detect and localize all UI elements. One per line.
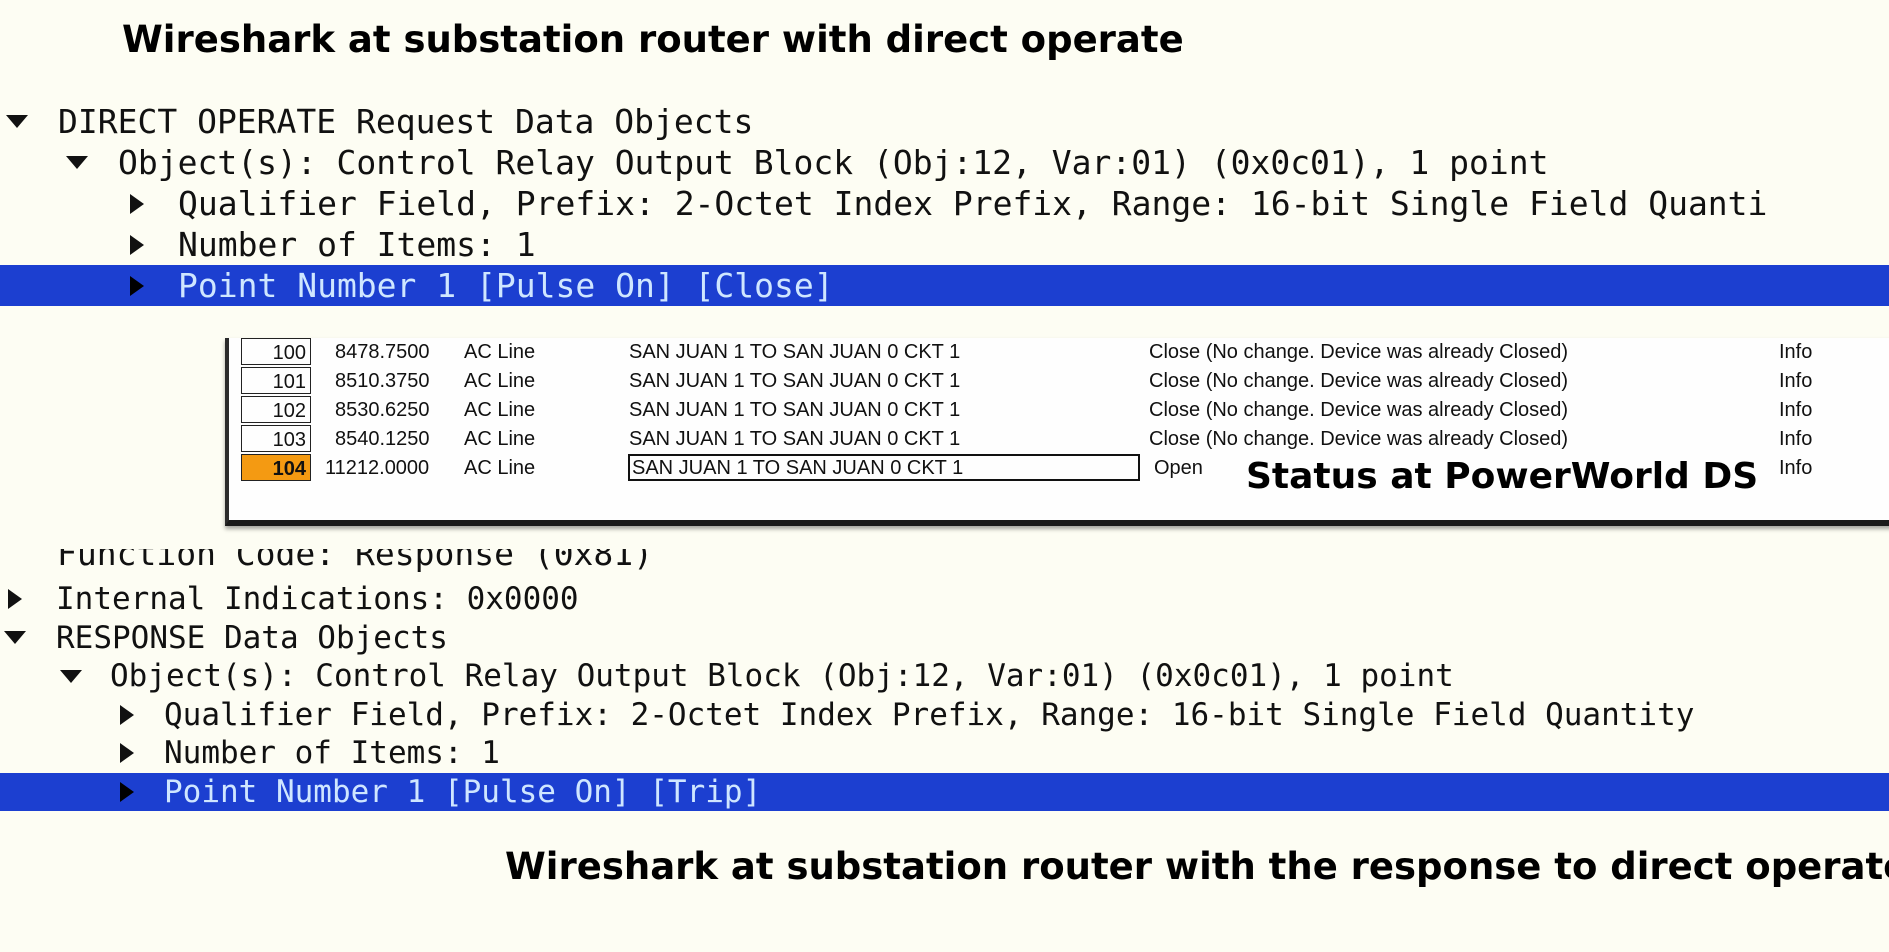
status-cell: Close (No change. Device was already Clo… <box>1149 428 1569 450</box>
tree-row-label: Internal Indications: 0x0000 <box>56 581 579 617</box>
element-name-cell: SAN JUAN 1 TO SAN JUAN 0 CKT 1 <box>629 428 961 450</box>
category-cell: Info <box>1779 370 1813 392</box>
tree-row-response-data-objects[interactable]: RESPONSE Data Objects <box>0 619 1889 658</box>
tree-row-label: Number of Items: 1 <box>164 735 500 771</box>
tree-row-label: Function Code: Response (0x81) <box>57 549 654 573</box>
tree-row-direct-operate[interactable]: DIRECT OPERATE Request Data Objects <box>0 101 1889 142</box>
tree-row-label: DIRECT OPERATE Request Data Objects <box>58 102 754 141</box>
element-name-cell: SAN JUAN 1 TO SAN JUAN 0 CKT 1 <box>629 370 961 392</box>
status-cell: Close (No change. Device was already Clo… <box>1149 399 1569 421</box>
category-cell: Info <box>1779 428 1813 450</box>
row-number-cell: 101 <box>241 367 311 394</box>
element-name-cell: SAN JUAN 1 TO SAN JUAN 0 CKT 1 <box>629 399 961 421</box>
type-cell: AC Line <box>464 457 536 479</box>
tree-row-qualifier[interactable]: Qualifier Field, Prefix: 2-Octet Index P… <box>0 696 1889 735</box>
type-cell: AC Line <box>464 341 536 363</box>
expand-right-icon[interactable] <box>120 734 134 773</box>
type-cell: AC Line <box>464 399 536 421</box>
time-cell: 8478.7500 <box>335 341 430 363</box>
tree-row-internal-indications[interactable]: Internal Indications: 0x0000 <box>0 580 1889 619</box>
tree-row-label: Object(s): Control Relay Output Block (O… <box>110 658 1454 694</box>
element-name-cell-selected[interactable]: SAN JUAN 1 TO SAN JUAN 0 CKT 1 <box>628 454 1140 481</box>
element-name-cell: SAN JUAN 1 TO SAN JUAN 0 CKT 1 <box>629 341 961 363</box>
expand-down-icon[interactable] <box>60 657 82 696</box>
type-cell: AC Line <box>464 428 536 450</box>
time-cell: 8510.3750 <box>335 370 430 392</box>
tree-row-number-of-items[interactable]: Number of Items: 1 <box>0 224 1889 265</box>
request-packet-tree: DIRECT OPERATE Request Data Objects Obje… <box>0 101 1889 306</box>
category-cell: Info <box>1779 457 1813 479</box>
row-number-cell: 104 <box>241 454 311 481</box>
tree-row-point-number-selected[interactable]: Point Number 1 [Pulse On] [Trip] <box>0 772 1889 812</box>
top-caption: Wireshark at substation router with dire… <box>122 18 1184 61</box>
category-cell: Info <box>1779 341 1813 363</box>
tree-row-label: Point Number 1 [Pulse On] [Close] <box>178 266 834 305</box>
expand-right-icon[interactable] <box>130 265 144 306</box>
powerworld-caption: Status at PowerWorld DS <box>1246 456 1759 497</box>
tree-row-label: Object(s): Control Relay Output Block (O… <box>118 143 1549 182</box>
row-number-cell: 103 <box>241 425 311 452</box>
type-cell: AC Line <box>464 370 536 392</box>
time-cell: 8540.1250 <box>335 428 430 450</box>
time-cell: 8530.6250 <box>335 399 430 421</box>
expand-right-icon[interactable] <box>120 773 134 812</box>
tree-row-qualifier[interactable]: Qualifier Field, Prefix: 2-Octet Index P… <box>0 183 1889 224</box>
expand-down-icon[interactable] <box>6 101 28 142</box>
tree-row-label: Point Number 1 [Pulse On] [Trip] <box>164 773 762 810</box>
tree-row-function-code-clipped[interactable]: Function Code: Response (0x81) <box>0 549 1889 579</box>
time-cell: 11212.0000 <box>325 457 430 479</box>
status-cell: Close (No change. Device was already Clo… <box>1149 370 1569 392</box>
tree-row-label: Qualifier Field, Prefix: 2-Octet Index P… <box>164 696 1695 733</box>
expand-right-icon[interactable] <box>120 696 134 735</box>
tree-row-point-number-selected[interactable]: Point Number 1 [Pulse On] [Close] <box>0 265 1889 306</box>
tree-row-object[interactable]: Object(s): Control Relay Output Block (O… <box>0 142 1889 183</box>
status-cell: Open <box>1154 457 1203 479</box>
expand-down-icon[interactable] <box>66 142 88 183</box>
tree-row-object[interactable]: Object(s): Control Relay Output Block (O… <box>0 657 1889 696</box>
bottom-caption: Wireshark at substation router with the … <box>505 845 1889 888</box>
response-packet-tree: Internal Indications: 0x0000 RESPONSE Da… <box>0 580 1889 811</box>
category-cell: Info <box>1779 399 1813 421</box>
expand-down-icon[interactable] <box>4 619 26 658</box>
expand-right-icon[interactable] <box>130 224 144 265</box>
expand-right-icon[interactable] <box>130 183 144 224</box>
row-number-cell: 100 <box>241 338 311 365</box>
expand-right-icon[interactable] <box>8 580 22 619</box>
tree-row-label: Qualifier Field, Prefix: 2-Octet Index P… <box>178 184 1768 223</box>
tree-row-label: Number of Items: 1 <box>178 225 536 264</box>
powerworld-status-panel: 100 8478.7500 AC Line SAN JUAN 1 TO SAN … <box>225 338 1889 526</box>
status-cell: Close (No change. Device was already Clo… <box>1149 341 1569 363</box>
tree-row-label: RESPONSE Data Objects <box>56 619 448 656</box>
row-number-cell: 102 <box>241 396 311 423</box>
tree-row-number-of-items[interactable]: Number of Items: 1 <box>0 734 1889 773</box>
